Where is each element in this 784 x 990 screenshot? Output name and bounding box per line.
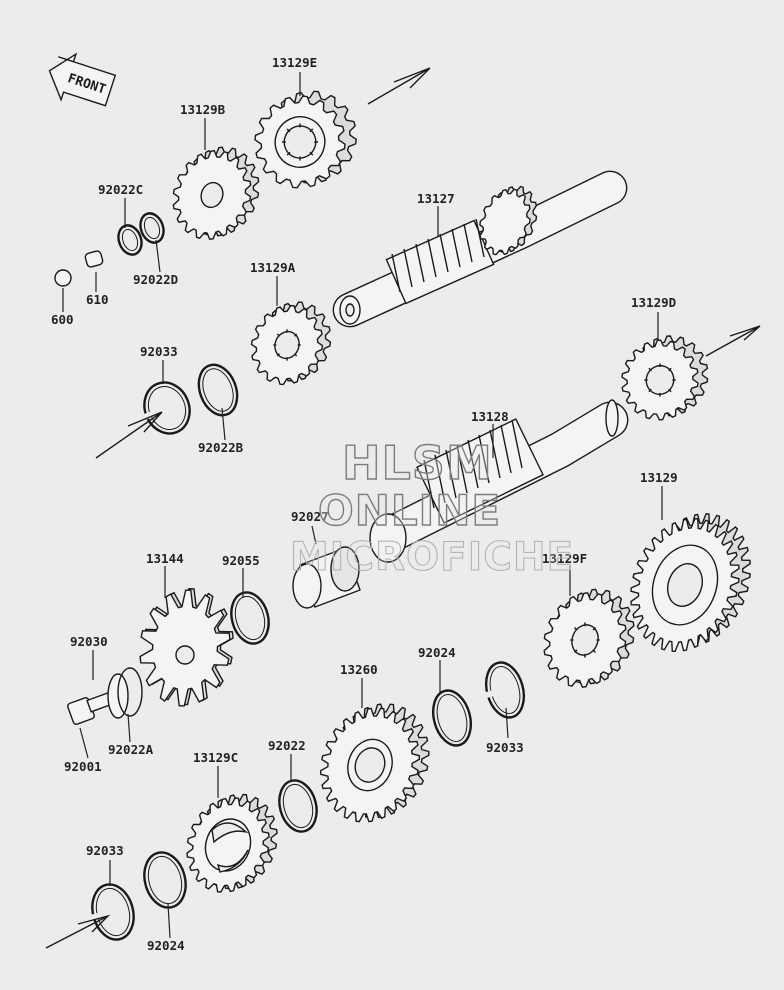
part-label-92022a: 92022A (108, 742, 154, 757)
gear-13260 (319, 703, 430, 823)
washer-92022 (278, 779, 318, 833)
part-label-92033-lower: 92033 (86, 843, 124, 858)
front-arrow-icon: FRONT (48, 52, 117, 107)
gear-13129a (250, 301, 332, 386)
part-label-92030: 92030 (70, 634, 108, 649)
part-label-92024-mid: 92024 (418, 645, 456, 660)
gear-13129c (186, 793, 278, 893)
part-label-13129e: 13129E (272, 55, 317, 70)
part-label-13128: 13128 (471, 409, 509, 424)
axis-indicators (45, 67, 761, 949)
part-label-92055: 92055 (222, 553, 260, 568)
gear-13129f (543, 588, 635, 688)
gear-13129b (172, 146, 260, 240)
part-labels: 13129E 13129B 92022C 92022D 610 600 1312… (51, 55, 678, 953)
leader-lines (62, 72, 663, 939)
part-label-92022c: 92022C (98, 182, 143, 197)
part-label-92022d: 92022D (133, 272, 178, 287)
part-label-92001: 92001 (64, 759, 102, 774)
shaft-13127-details (339, 218, 495, 325)
shaft-13128-details (369, 399, 619, 563)
part-label-13144: 13144 (146, 551, 184, 566)
circlip-92033-mid (483, 661, 526, 719)
part-label-13129f: 13129F (542, 551, 587, 566)
gear-13129e (254, 90, 357, 189)
gear-13129 (630, 513, 751, 653)
part-label-610: 610 (86, 292, 109, 307)
part-label-13127: 13127 (417, 191, 455, 206)
washer-92024-mid (431, 689, 473, 747)
bolt-92001 (67, 667, 143, 725)
circlip-92033-upper (142, 381, 191, 435)
washer-92022b (197, 363, 239, 417)
part-drawings (45, 67, 761, 949)
part-label-600: 600 (51, 312, 74, 327)
part-label-13129b: 13129B (180, 102, 226, 117)
pin-610 (84, 250, 104, 268)
part-label-13129: 13129 (640, 470, 678, 485)
part-label-92033-upper: 92033 (140, 344, 178, 359)
watermark-line-3: MICROFICHE (289, 535, 575, 581)
sprocket-13144-hub (175, 645, 195, 665)
gear-13129c-slots (211, 822, 249, 873)
washer-92022d (139, 212, 165, 244)
washer-92024-lower (143, 851, 187, 909)
part-label-92024-lower: 92024 (147, 938, 185, 953)
part-label-13129d: 13129D (631, 295, 676, 310)
watermark-line-1: HLSM (341, 435, 493, 490)
ball-600 (54, 269, 72, 287)
part-label-92027: 92027 (291, 509, 329, 524)
gear-13127-integral (479, 185, 538, 256)
gear-13129d (621, 335, 709, 421)
part-label-92022: 92022 (268, 738, 306, 753)
part-label-92033-mid: 92033 (486, 740, 524, 755)
watermark-line-2: ONLINE (317, 485, 502, 535)
part-label-13260: 13260 (340, 662, 378, 677)
part-label-92022b: 92022B (198, 440, 244, 455)
sleeve-92027 (292, 546, 361, 609)
circlip-92033-lower (90, 883, 135, 941)
part-label-13129a: 13129A (250, 260, 296, 275)
part-label-13129c: 13129C (193, 750, 238, 765)
